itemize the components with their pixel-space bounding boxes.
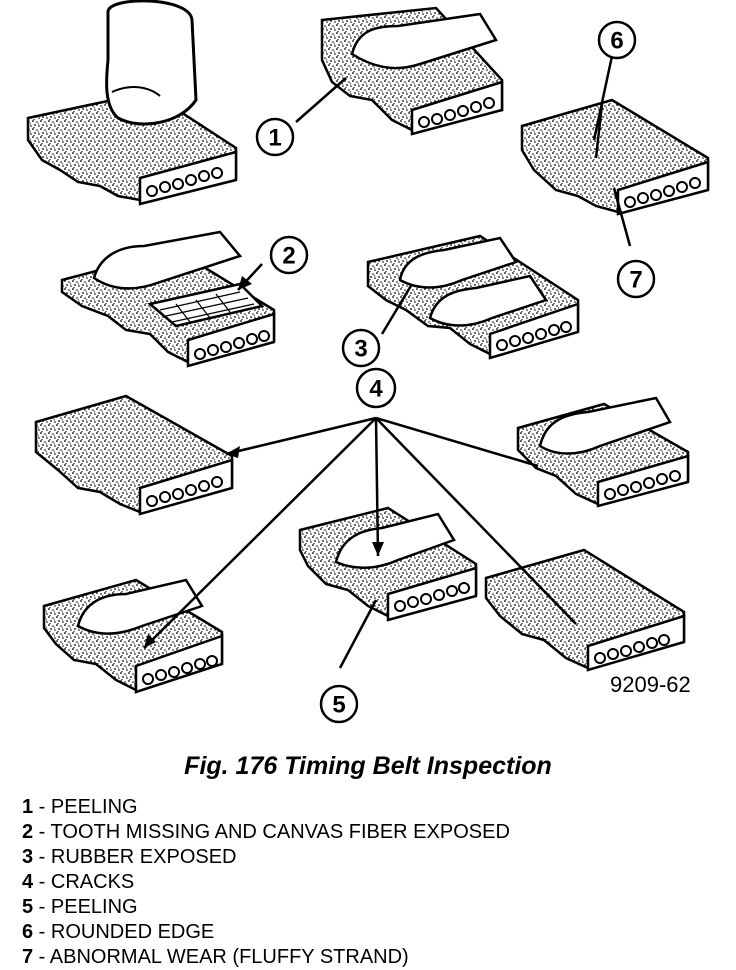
- legend-text: - PEELING: [33, 896, 138, 918]
- belt-cracks-left: [34, 394, 234, 516]
- callout-4-circle: [355, 367, 397, 409]
- legend-item: 7 - ABNORMAL WEAR (FLUFFY STRAND): [22, 945, 510, 970]
- legend-text: - ROUNDED EDGE: [33, 921, 215, 943]
- belt-bottom-right: [484, 548, 686, 672]
- callout-6-circle: [597, 20, 637, 60]
- figure-caption: Fig. 176 Timing Belt Inspection: [184, 752, 552, 780]
- belt-peeling-center: [298, 506, 478, 622]
- legend-text: - CRACKS: [33, 871, 135, 893]
- callout-3-label: 3: [354, 336, 367, 363]
- belt-rounded-edge: [520, 98, 710, 216]
- belt-bottom-left: [42, 578, 224, 694]
- belt-cracks-right: [516, 396, 690, 508]
- legend-num: 5: [22, 896, 34, 918]
- legend-item: 6 - ROUNDED EDGE: [22, 920, 510, 945]
- belt-finger-pressing: [26, 0, 238, 206]
- callout-4-label: 4: [369, 376, 383, 403]
- legend-item: 2 - TOOTH MISSING AND CANVAS FIBER EXPOS…: [22, 820, 510, 845]
- legend-num: 6: [22, 921, 34, 943]
- legend-item: 4 - CRACKS: [22, 870, 510, 895]
- legend-text: - ABNORMAL WEAR (FLUFFY STRAND): [33, 946, 409, 968]
- legend-item: 3 - RUBBER EXPOSED: [22, 845, 510, 870]
- legend-list: 1 - PEELING 2 - TOOTH MISSING AND CANVAS…: [22, 795, 510, 970]
- arrowheads: [144, 276, 384, 648]
- belt-rubber-exposed: [366, 234, 580, 360]
- callout-1-label: 1: [268, 125, 281, 152]
- callout-7-circle: [616, 259, 656, 299]
- callout-2-circle: [269, 235, 309, 275]
- timing-belt-diagram: 1 2 3 4 5 6 7: [26, 0, 710, 724]
- callout-7-label: 7: [629, 267, 642, 294]
- legend-text: - TOOTH MISSING AND CANVAS FIBER EXPOSED: [33, 821, 510, 843]
- legend-num: 2: [22, 821, 34, 843]
- callout-5-label: 5: [332, 692, 345, 719]
- leader-lines: [143, 55, 632, 669]
- legend-num: 4: [22, 871, 34, 893]
- legend-num: 1: [22, 796, 34, 818]
- legend-text: - RUBBER EXPOSED: [33, 846, 237, 868]
- legend-num: 3: [22, 846, 34, 868]
- callout-2-label: 2: [282, 243, 295, 270]
- belt-peeling-top: [320, 6, 504, 136]
- callout-5-circle: [319, 684, 359, 724]
- legend-text: - PEELING: [33, 796, 138, 818]
- legend-item: 5 - PEELING: [22, 895, 510, 920]
- figure-code: 9209-62: [610, 672, 691, 697]
- callout-3-circle: [341, 328, 381, 368]
- belt-tooth-missing: [60, 230, 276, 368]
- callout-6-label: 6: [610, 28, 623, 55]
- legend-num: 7: [22, 946, 34, 968]
- callout-circles: [255, 20, 656, 724]
- callout-1-circle: [255, 117, 295, 157]
- legend-item: 1 - PEELING: [22, 795, 510, 820]
